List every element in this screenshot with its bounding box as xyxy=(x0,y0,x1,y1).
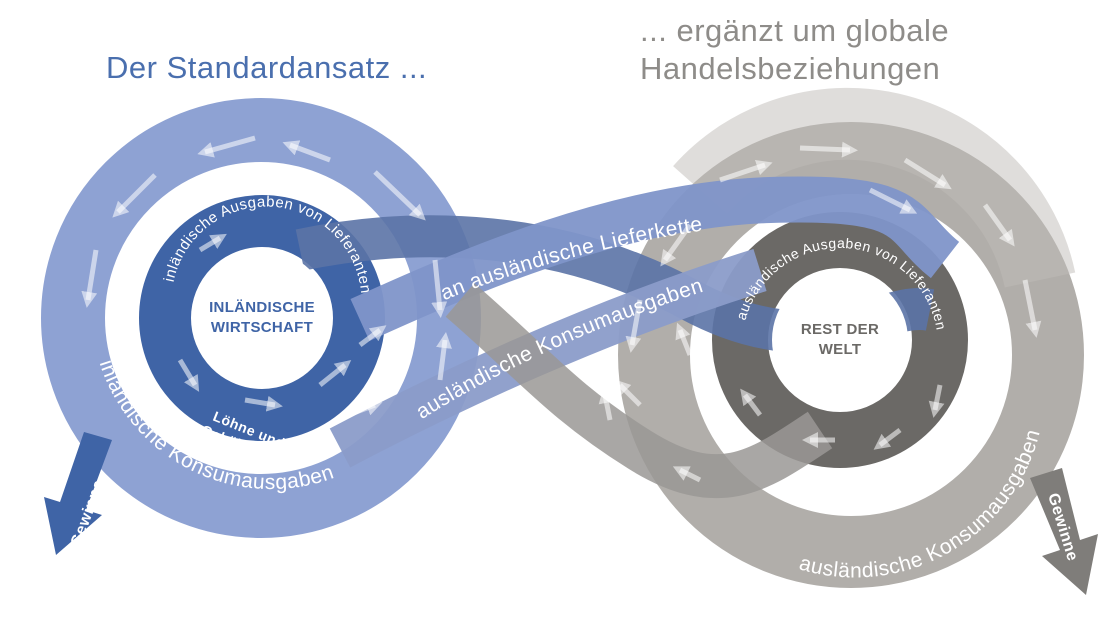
link-foreign-consumption-band-upper xyxy=(350,176,960,341)
domestic-economy-label-line1: INLÄNDISCHE xyxy=(209,299,315,316)
foreign-outer-ring xyxy=(618,87,1084,588)
domestic-inner-ring xyxy=(139,195,385,441)
link-foreign-consumption-band-lower xyxy=(329,249,833,499)
domestic-profits-arrow xyxy=(44,432,112,555)
rest-of-world-core xyxy=(772,272,908,408)
domestic-economy-label-line2: WIRTSCHAFT xyxy=(211,319,313,336)
rest-of-world-label-line1: REST DER xyxy=(801,321,879,338)
title-global-trade-line1: ... ergänzt um globale xyxy=(640,13,950,48)
foreign-profits-arrow xyxy=(1030,468,1098,595)
rest-of-world-label-line2: WELT xyxy=(819,341,862,358)
title-global-trade-line2: Handelsbeziehungen xyxy=(640,51,941,86)
flow-arrows xyxy=(81,135,1042,483)
title-global-trade: ... ergänzt um globale Handelsbeziehunge… xyxy=(640,12,949,88)
domestic-economy-core xyxy=(194,250,330,386)
title-standard-approach: Der Standardansatz ... xyxy=(106,50,428,85)
